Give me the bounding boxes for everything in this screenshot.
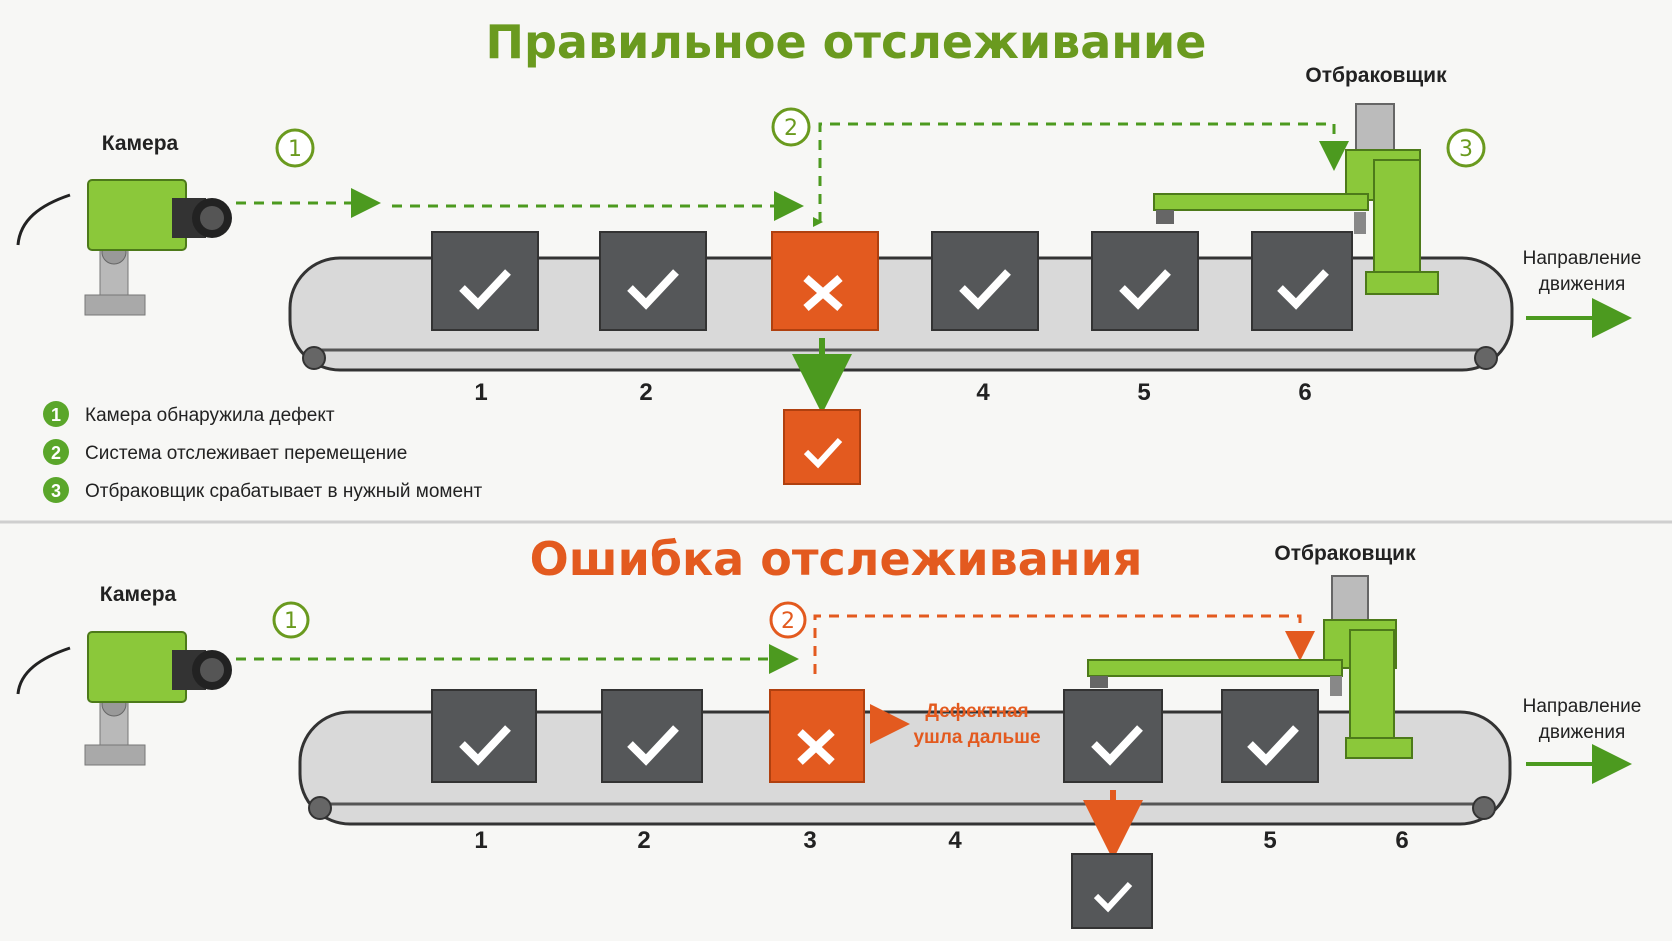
top-pos-5: 5 xyxy=(1137,379,1150,406)
top-rejector-label: Отбраковщик xyxy=(1305,64,1447,87)
top-camera-label: Камера xyxy=(102,132,179,155)
camera-icon xyxy=(16,631,232,766)
svg-text:Камера обнаружила дефект: Камера обнаружила дефект xyxy=(85,405,335,426)
check-icon xyxy=(1277,269,1329,310)
top-conveyor xyxy=(288,256,1514,372)
top-step-3: 3 xyxy=(1446,128,1486,168)
bottom-box-6 xyxy=(1221,689,1319,783)
legend-item-3: 3 Отбраковщик срабатывает в нужный момен… xyxy=(43,477,483,503)
bottom-pos-3: 3 xyxy=(803,827,816,854)
check-icon xyxy=(1247,725,1299,766)
top-direction-line2: движения xyxy=(1539,274,1625,295)
bottom-ejected-box xyxy=(1071,853,1153,929)
svg-text:2: 2 xyxy=(781,609,795,634)
bottom-pos-6: 6 xyxy=(1395,827,1408,854)
svg-text:3: 3 xyxy=(1459,137,1473,162)
bottom-pos-4: 4 xyxy=(948,827,962,854)
top-step-2: 2 xyxy=(771,107,811,147)
cross-icon xyxy=(797,729,835,765)
top-ejected-box xyxy=(783,409,861,485)
check-icon xyxy=(459,725,511,766)
rejector-icon xyxy=(1087,575,1413,759)
bottom-pos-1: 1 xyxy=(474,827,487,854)
svg-text:Отбраковщик срабатывает в нужн: Отбраковщик срабатывает в нужный момент xyxy=(85,481,483,502)
bottom-camera-label: Камера xyxy=(100,583,177,606)
top-direction-line1: Направление xyxy=(1523,248,1642,269)
cross-icon xyxy=(803,275,843,311)
top-box-4 xyxy=(931,231,1039,331)
check-icon xyxy=(803,437,843,469)
check-icon xyxy=(1091,725,1143,766)
top-step-1: 1 xyxy=(275,128,315,168)
camera-icon xyxy=(16,179,232,316)
top-pos-2: 2 xyxy=(639,379,652,406)
bottom-rejector-label: Отбраковщик xyxy=(1274,542,1416,565)
bottom-step-1: 1 xyxy=(272,601,310,639)
svg-text:Система отслеживает перемещени: Система отслеживает перемещение xyxy=(85,443,407,464)
defect-note-line2: ушла дальше xyxy=(913,727,1040,748)
bottom-title: Ошибка отслеживания xyxy=(530,532,1143,586)
svg-text:2: 2 xyxy=(51,443,61,463)
top-pos-4: 4 xyxy=(976,379,990,406)
defect-note-line1: Дефектная xyxy=(925,701,1028,722)
check-icon xyxy=(1119,269,1171,310)
bottom-pos-2: 2 xyxy=(637,827,650,854)
bottom-box-5 xyxy=(1063,689,1163,783)
top-box-5 xyxy=(1091,231,1199,331)
check-icon xyxy=(627,725,679,766)
svg-text:1: 1 xyxy=(284,609,298,634)
svg-text:2: 2 xyxy=(784,116,798,141)
bottom-box-2 xyxy=(601,689,703,783)
svg-text:1: 1 xyxy=(288,137,302,162)
legend-item-1: 1 Камера обнаружила дефект xyxy=(43,401,335,427)
check-icon xyxy=(959,269,1011,310)
svg-text:1: 1 xyxy=(51,405,61,425)
top-box-6 xyxy=(1251,231,1353,331)
top-pos-1: 1 xyxy=(474,379,487,406)
bottom-pos-5: 5 xyxy=(1263,827,1276,854)
rejector-icon xyxy=(1153,103,1439,295)
top-box-1 xyxy=(431,231,539,331)
top-box-defect xyxy=(771,231,879,331)
bottom-step-2: 2 xyxy=(769,601,807,639)
top-title: Правильное отслеживание xyxy=(486,15,1207,69)
bottom-direction-line1: Направление xyxy=(1523,696,1642,717)
bottom-tracking-arrow xyxy=(813,614,1315,674)
top-box-2 xyxy=(599,231,707,331)
svg-text:3: 3 xyxy=(51,481,61,501)
check-icon xyxy=(459,269,511,310)
top-tracking-arrow xyxy=(818,122,1349,222)
check-icon xyxy=(627,269,679,310)
bottom-box-1 xyxy=(431,689,537,783)
top-pos-6: 6 xyxy=(1298,379,1311,406)
check-icon xyxy=(1093,881,1133,913)
bottom-box-defect xyxy=(769,689,865,783)
bottom-direction-line2: движения xyxy=(1539,722,1625,743)
legend-item-2: 2 Система отслеживает перемещение xyxy=(43,439,407,465)
